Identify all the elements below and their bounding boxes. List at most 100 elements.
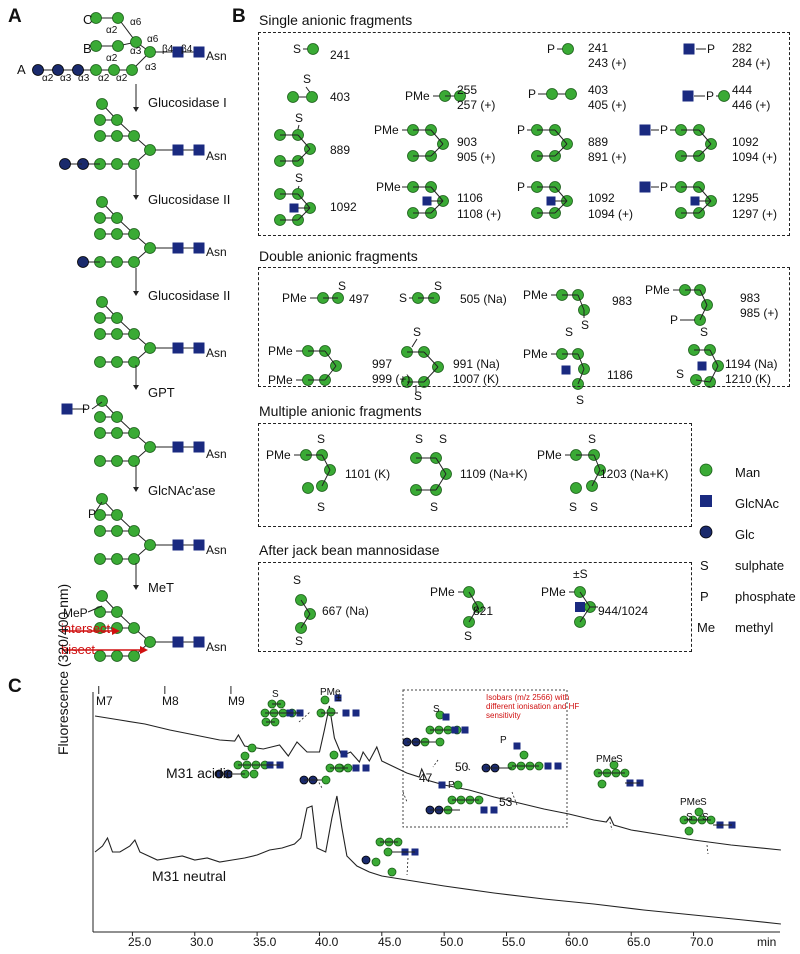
bond-line bbox=[435, 457, 447, 475]
bond-line bbox=[430, 143, 444, 157]
mannose-icon bbox=[111, 509, 123, 521]
mannose-icon bbox=[570, 482, 582, 494]
mannose-icon bbox=[144, 342, 156, 354]
glcnac-icon bbox=[438, 781, 446, 789]
mannose-icon bbox=[111, 525, 123, 537]
bond-line bbox=[698, 186, 712, 202]
glcnac-icon bbox=[639, 124, 651, 136]
mod-label: S bbox=[676, 367, 684, 381]
mass-value: 667 (Na) bbox=[322, 604, 369, 618]
connector-line bbox=[406, 857, 409, 876]
bond-line bbox=[297, 148, 311, 162]
mannose-icon bbox=[307, 43, 319, 55]
x-tick-label: 60.0 bbox=[565, 935, 589, 949]
glucose-icon bbox=[72, 64, 84, 76]
mannose-icon bbox=[96, 493, 108, 505]
legend-methyl: methyl bbox=[735, 620, 774, 635]
mass-value: 255 bbox=[457, 83, 478, 97]
arrow-head-icon bbox=[133, 487, 139, 492]
mannose-icon bbox=[144, 242, 156, 254]
enzyme-glucosidase-ii: Glucosidase II bbox=[148, 288, 231, 303]
mod-label: ±S bbox=[573, 567, 588, 581]
arrow-head-icon bbox=[133, 385, 139, 390]
bond-line bbox=[699, 304, 708, 321]
mass-value: 1295 bbox=[732, 191, 759, 205]
mannose-icon bbox=[111, 411, 123, 423]
bond-line bbox=[554, 129, 568, 145]
mannose-icon bbox=[96, 590, 108, 602]
mannose-icon bbox=[718, 90, 730, 102]
linkage-a2: α2 bbox=[106, 25, 118, 36]
glucose-icon bbox=[361, 855, 371, 865]
mass-value: 1194 (Na) bbox=[725, 357, 778, 371]
mannose-icon bbox=[329, 750, 339, 760]
bond-line bbox=[297, 207, 311, 221]
struct-pme-label: PMe bbox=[680, 797, 701, 808]
glcnac-icon bbox=[575, 602, 585, 612]
linkage-a3: α3 bbox=[130, 46, 142, 57]
panel-letter-b: B bbox=[232, 6, 246, 27]
mod-label: PMe bbox=[541, 585, 566, 599]
bond-line bbox=[321, 454, 331, 471]
bond-line bbox=[91, 401, 103, 410]
mannose-icon bbox=[111, 158, 123, 170]
mannose-icon bbox=[111, 328, 123, 340]
mannose-icon bbox=[94, 356, 106, 368]
glcnac-icon bbox=[193, 636, 205, 648]
glcnac-icon bbox=[461, 726, 469, 734]
mod-label: S bbox=[434, 279, 442, 293]
mass-value: 997 bbox=[372, 357, 393, 371]
bond-line bbox=[579, 591, 591, 608]
bond-line bbox=[554, 186, 568, 202]
bond-line bbox=[297, 134, 311, 150]
bisect-label: bisect bbox=[61, 642, 95, 657]
acidic-trace bbox=[94, 705, 781, 851]
mannose-icon bbox=[128, 328, 140, 340]
connector-line bbox=[402, 791, 408, 803]
mannose-icon bbox=[111, 312, 123, 324]
bond-line bbox=[709, 349, 719, 367]
mod-label: S bbox=[293, 42, 301, 56]
connector-line bbox=[316, 778, 323, 789]
mannose-icon bbox=[90, 40, 102, 52]
mass-value: 1210 (K) bbox=[725, 372, 772, 386]
x-tick-label: 30.0 bbox=[190, 935, 214, 949]
glcnac-icon bbox=[561, 365, 571, 375]
mannose-icon bbox=[96, 196, 108, 208]
mannose-icon bbox=[94, 553, 106, 565]
peak-number-50: 50 bbox=[455, 760, 469, 774]
mannose-icon bbox=[306, 91, 318, 103]
mannose-icon bbox=[94, 114, 106, 126]
enzyme-glucosidase-ii: Glucosidase II bbox=[148, 192, 231, 207]
struct-s-label: S bbox=[702, 812, 709, 823]
intersect-label: intersect bbox=[61, 621, 111, 636]
mannose-icon bbox=[94, 130, 106, 142]
mannose-icon bbox=[454, 90, 466, 102]
glucose-icon bbox=[77, 256, 89, 268]
branch-c-label: C bbox=[83, 12, 93, 27]
asn-label: Asn bbox=[206, 346, 227, 360]
mass-value: 983 bbox=[612, 294, 633, 308]
mod-label: P bbox=[517, 123, 525, 137]
mass-value: 821 bbox=[473, 604, 494, 618]
bond-line bbox=[411, 338, 418, 348]
bond-line bbox=[698, 200, 712, 214]
mod-label: PMe bbox=[523, 288, 548, 302]
isobar-note: Isobars (m/z 2566) with different ionisa… bbox=[486, 693, 580, 720]
bond-line bbox=[300, 599, 311, 615]
glcnac-icon bbox=[362, 764, 370, 772]
mannose-icon bbox=[94, 411, 106, 423]
mannose-icon bbox=[128, 525, 140, 537]
mass-value: 243 (+) bbox=[588, 56, 627, 70]
bond-line bbox=[699, 289, 708, 306]
legend-phosphate: phosphate bbox=[735, 589, 796, 604]
mass-value: 282 bbox=[732, 41, 753, 55]
mod-label: PMe bbox=[523, 347, 548, 361]
mass-value: 497 bbox=[349, 292, 370, 306]
bond-line bbox=[698, 129, 712, 145]
glcnac-icon bbox=[172, 539, 184, 551]
legend-s-symbol: S bbox=[700, 558, 709, 573]
x-tick-label: 25.0 bbox=[128, 935, 152, 949]
enzyme-glcnacase: GlcNAc'ase bbox=[148, 483, 216, 498]
bond-line bbox=[579, 606, 591, 623]
